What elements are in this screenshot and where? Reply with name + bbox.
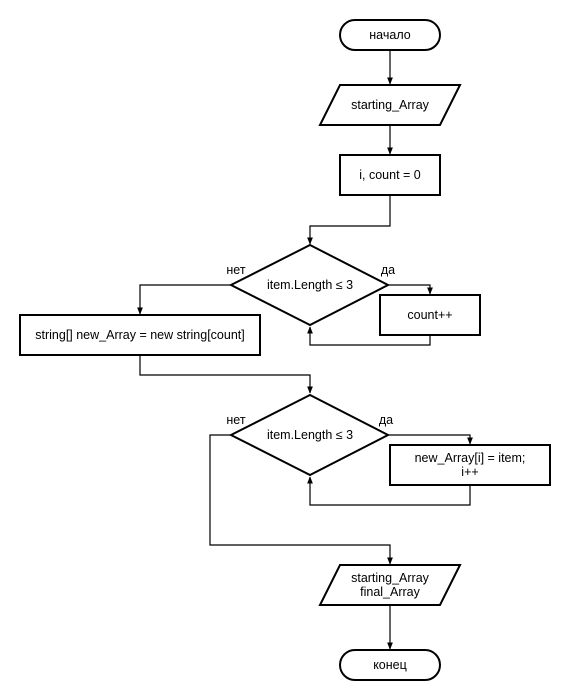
new-array-process: string[] new_Array = new string[count] xyxy=(19,314,261,356)
end-terminator: конец xyxy=(339,649,441,681)
end-label: конец xyxy=(373,658,407,672)
assign-label-line1: new_Array[i] = item; xyxy=(415,451,526,465)
edge-assign-loop-back xyxy=(307,476,471,506)
input-block: starting_Array xyxy=(318,84,462,126)
edge-init-to-condition1 xyxy=(307,196,391,245)
assign-label-line2: i++ xyxy=(461,465,478,479)
output-label-line2: final_Array xyxy=(360,585,420,599)
edge-condition1-no xyxy=(137,284,231,315)
start-terminator: начало xyxy=(339,19,441,51)
edge-newarray-to-condition2 xyxy=(139,355,313,394)
init-label: i, count = 0 xyxy=(359,168,421,182)
edge-condition2-no xyxy=(209,434,393,565)
condition2-decision: item.Length ≤ 3 xyxy=(228,393,391,477)
edge-condition2-yes xyxy=(388,434,473,445)
init-process: i, count = 0 xyxy=(339,154,441,196)
input-label: starting_Array xyxy=(351,98,430,112)
count-increment-process: count++ xyxy=(379,294,481,336)
output-block: starting_Array final_Array xyxy=(318,564,462,606)
output-label-line1: starting_Array xyxy=(351,571,430,585)
edge-condition1-yes xyxy=(388,284,433,295)
condition1-no-label: нет xyxy=(226,263,245,277)
edge-count-loop-back xyxy=(307,326,431,346)
condition2-yes-label: да xyxy=(379,413,393,427)
condition2-no-label: нет xyxy=(226,413,245,427)
count-increment-label: count++ xyxy=(407,308,452,322)
condition1-yes-label: да xyxy=(381,263,395,277)
start-label: начало xyxy=(369,28,410,42)
condition2-label: item.Length ≤ 3 xyxy=(267,428,353,442)
assign-process: new_Array[i] = item; i++ xyxy=(389,444,551,486)
condition1-label: item.Length ≤ 3 xyxy=(267,278,353,292)
new-array-label: string[] new_Array = new string[count] xyxy=(35,328,244,342)
connectors xyxy=(137,50,473,650)
condition1-decision: item.Length ≤ 3 xyxy=(228,243,391,327)
